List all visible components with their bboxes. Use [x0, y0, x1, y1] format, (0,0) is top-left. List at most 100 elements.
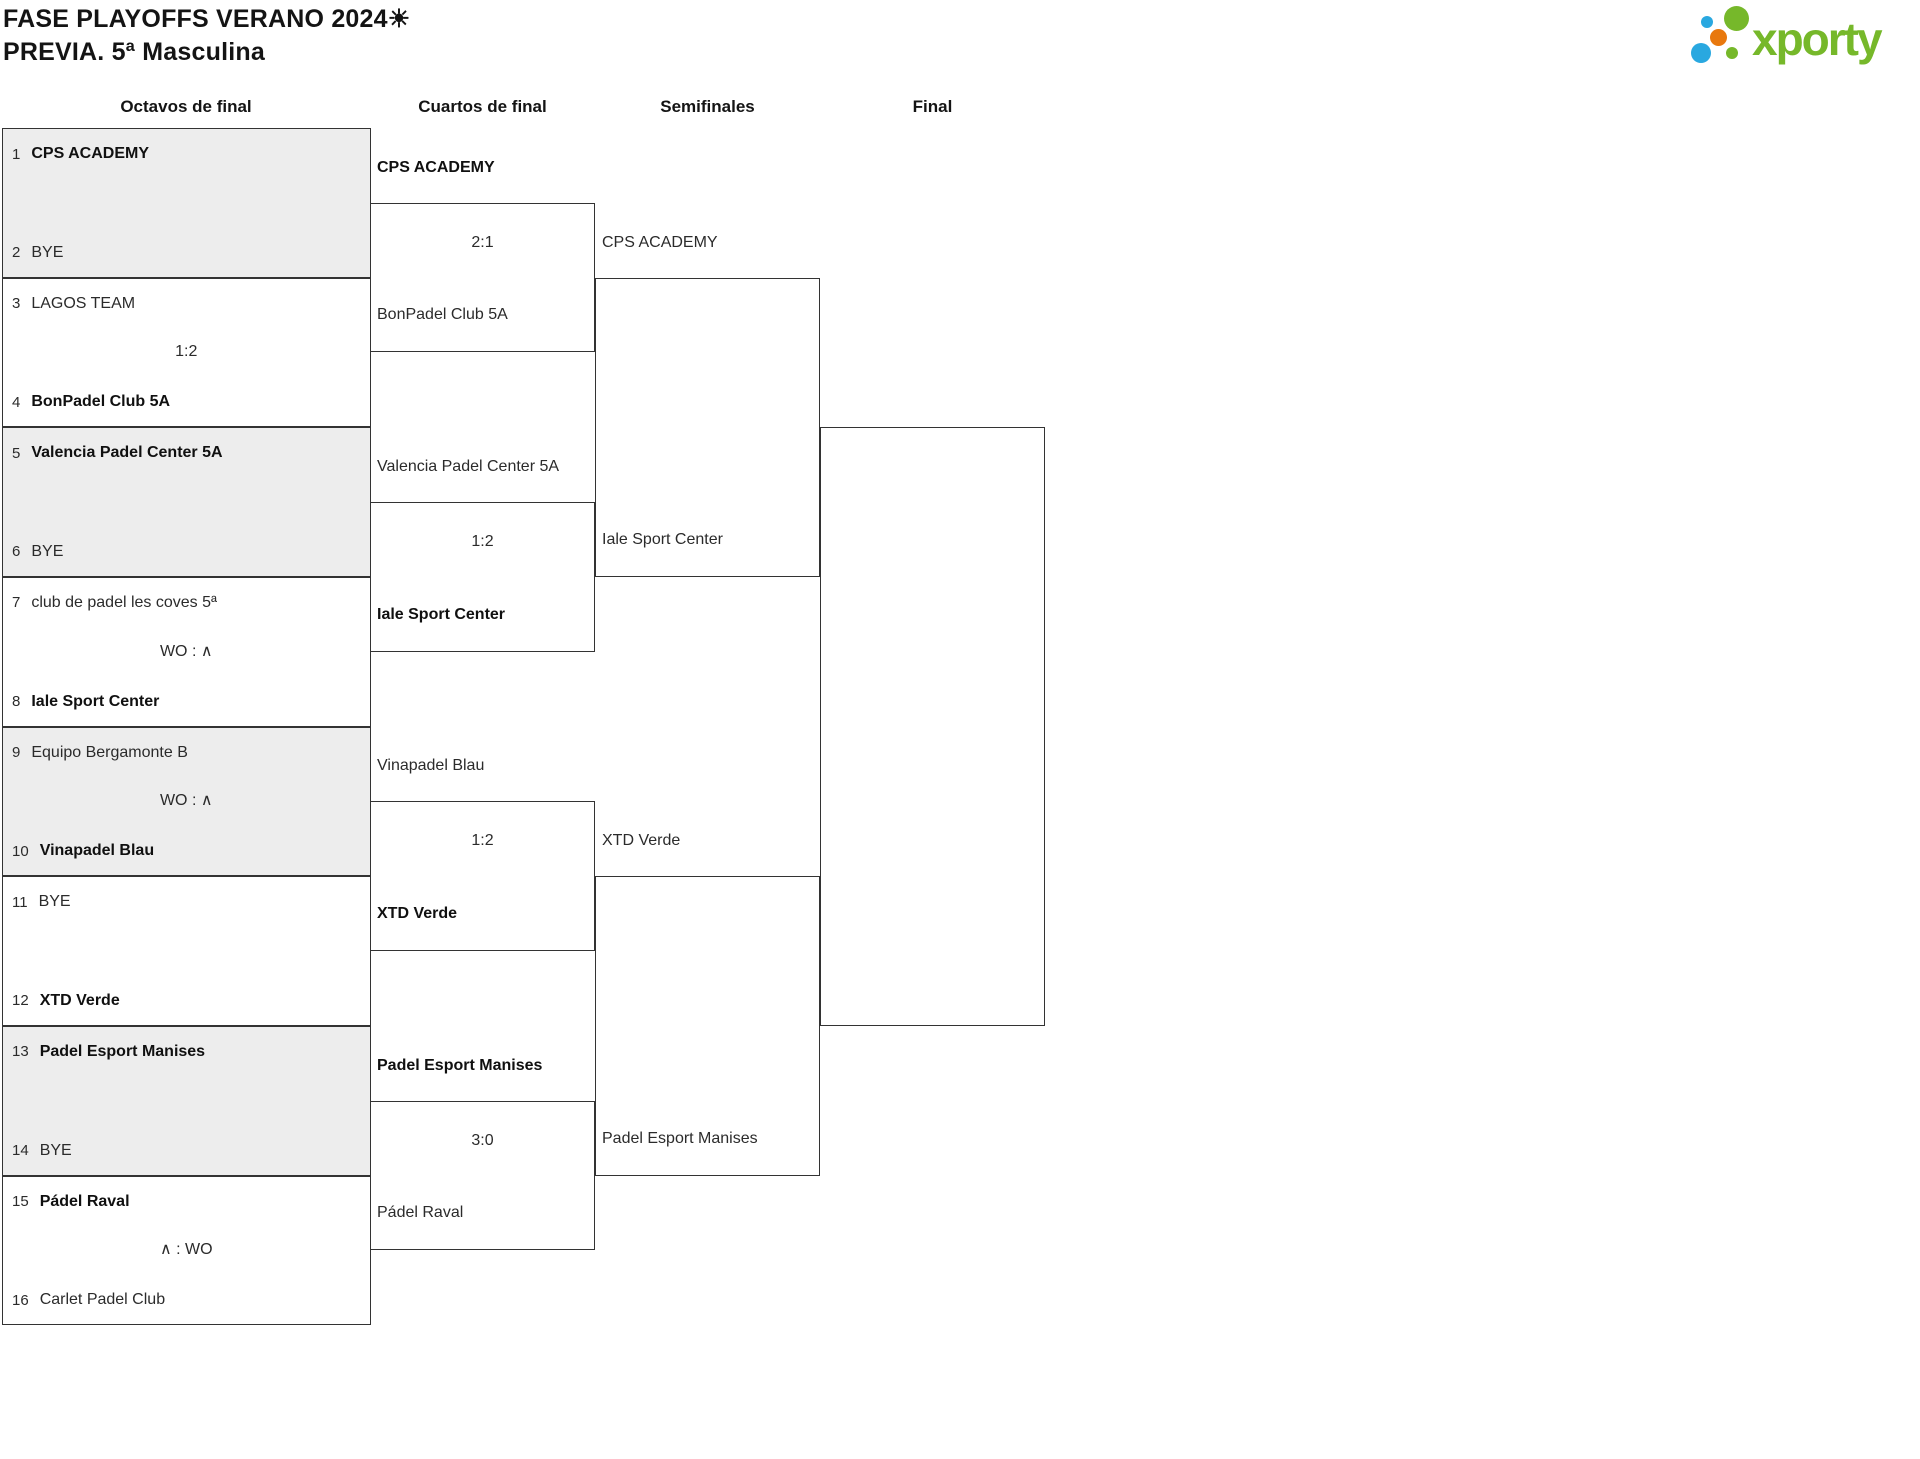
match-cuartos-1[interactable]: CPS ACADEMY 2:1 BonPadel Club 5A: [370, 159, 595, 353]
match-final[interactable]: [820, 427, 1045, 1026]
logo-wordmark: xporty: [1752, 13, 1883, 65]
seed-number: 6: [12, 543, 21, 561]
team-name: CPS ACADEMY: [377, 158, 495, 176]
round-header-final: Final: [912, 97, 953, 116]
team-name: XTD Verde: [39, 991, 120, 1009]
logo-dot-orange-icon: [1710, 29, 1727, 46]
team-name: Valencia Padel Center 5A: [31, 444, 223, 462]
match-cuartos-4[interactable]: Padel Esport Manises 3:0 Pádel Raval: [370, 1057, 595, 1251]
seed-number: 9: [12, 744, 21, 762]
match-score: [3, 1090, 370, 1112]
team-name: Padel Esport Manises: [602, 1129, 758, 1147]
match-octavos-4[interactable]: 7 club de padel les coves 5ª WO : ∧ 8 Ia…: [2, 576, 371, 727]
match-score: [3, 940, 370, 962]
team-name: Iale Sport Center: [377, 605, 506, 623]
match-octavos-5[interactable]: 9 Equipo Bergamonte B WO : ∧ 10 Vinapade…: [2, 726, 371, 877]
team-slot: 13 Padel Esport Manises: [12, 1041, 362, 1063]
team-name: Vinapadel Blau: [39, 842, 155, 860]
match-octavos-1[interactable]: 1 CPS ACADEMY 2 BYE: [2, 128, 371, 278]
seed-number: 11: [12, 893, 28, 911]
xporty-logo[interactable]: xporty: [1690, 5, 1918, 69]
team-slot: 7 club de padel les coves 5ª: [12, 592, 362, 614]
match-octavos-8[interactable]: 15 Pádel Raval ∧ : WO 16 Carlet Padel Cl…: [2, 1175, 371, 1326]
team-name: LAGOS TEAM: [31, 294, 136, 312]
team-name: BonPadel Club 5A: [377, 306, 508, 324]
team-slot: 16 Carlet Padel Club: [12, 1289, 362, 1311]
team-name: club de padel les coves 5ª: [31, 593, 217, 611]
round-header-semifinales: Semifinales: [660, 97, 755, 116]
seed-number: 12: [12, 992, 29, 1010]
team-name: CPS ACADEMY: [602, 233, 718, 251]
seed-number: 4: [12, 393, 21, 411]
seed-number: 3: [12, 295, 21, 313]
team-slot: 5 Valencia Padel Center 5A: [12, 442, 362, 464]
team-name: XTD Verde: [602, 832, 681, 850]
match-score: WO : ∧: [159, 642, 213, 660]
team-name: BYE: [31, 243, 64, 261]
team-name: Iale Sport Center: [602, 530, 723, 548]
seed-number: 1: [12, 145, 21, 163]
team-slot: 2 BYE: [12, 242, 362, 264]
team-name: Padel Esport Manises: [377, 1056, 543, 1074]
seed-number: 8: [12, 693, 21, 711]
team-slot: 4 BonPadel Club 5A: [12, 391, 362, 413]
team-slot: 6 BYE: [12, 541, 362, 563]
match-score: ∧ : WO: [159, 1241, 213, 1259]
match-score: [3, 491, 370, 513]
team-name: Carlet Padel Club: [39, 1291, 166, 1309]
team-slot: 12 XTD Verde: [12, 990, 362, 1012]
match-octavos-6[interactable]: 11 BYE 12 XTD Verde: [2, 876, 371, 1026]
logo-dot-green-large-icon: [1724, 6, 1749, 31]
seed-number: 15: [12, 1193, 29, 1211]
seed-number: 13: [12, 1043, 29, 1061]
match-octavos-2[interactable]: 3 LAGOS TEAM 1:2 4 BonPadel Club 5A: [2, 277, 371, 428]
seed-number: 16: [12, 1291, 29, 1309]
round-header-cuartos: Cuartos de final: [418, 97, 547, 116]
team-name: Pádel Raval: [377, 1204, 464, 1222]
logo-dot-blue-large-icon: [1691, 43, 1711, 63]
match-cuartos-2[interactable]: Valencia Padel Center 5A 1:2 Iale Sport …: [370, 458, 595, 652]
seed-number: 2: [12, 244, 21, 262]
team-name: BYE: [38, 893, 71, 911]
match-octavos-3[interactable]: 5 Valencia Padel Center 5A 6 BYE: [2, 427, 371, 577]
team-slot: 9 Equipo Bergamonte B: [12, 742, 362, 764]
seed-number: 10: [12, 842, 29, 860]
team-name: Padel Esport Manises: [39, 1042, 206, 1060]
tournament-title: FASE PLAYOFFS VERANO 2024☀ PREVIA. 5ª Ma…: [3, 3, 410, 69]
match-score: [821, 456, 1044, 478]
team-name: Pádel Raval: [39, 1192, 130, 1210]
team-name: BYE: [39, 1141, 72, 1159]
seed-number: 14: [12, 1142, 29, 1160]
team-name: Iale Sport Center: [31, 692, 160, 710]
tournament-title-line2: PREVIA. 5ª Masculina: [3, 38, 265, 66]
match-score: [596, 905, 819, 927]
team-slot: 3 LAGOS TEAM: [12, 293, 362, 315]
logo-dot-green-small-icon: [1726, 47, 1738, 59]
team-name: Valencia Padel Center 5A: [377, 458, 560, 476]
team-name: Equipo Bergamonte B: [31, 743, 188, 761]
match-score: 2:1: [471, 233, 494, 251]
seed-number: 5: [12, 444, 21, 462]
match-octavos-7[interactable]: 13 Padel Esport Manises 14 BYE: [2, 1025, 371, 1176]
team-name: CPS ACADEMY: [31, 145, 149, 162]
team-name: XTD Verde: [377, 905, 458, 923]
match-score: 1:2: [175, 343, 198, 361]
team-slot: 1 CPS ACADEMY: [12, 143, 362, 165]
team-slot: 15 Pádel Raval: [12, 1191, 362, 1213]
team-slot: 10 Vinapadel Blau: [12, 840, 362, 862]
match-score: WO : ∧: [159, 792, 213, 810]
team-slot: 8 Iale Sport Center: [12, 691, 362, 713]
match-score: 1:2: [471, 533, 494, 551]
team-name: BonPadel Club 5A: [31, 393, 171, 411]
team-name: BYE: [31, 542, 64, 560]
match-semifinal-2[interactable]: XTD Verde Padel Esport Manises: [595, 832, 820, 1176]
match-score: [3, 192, 370, 214]
match-cuartos-3[interactable]: Vinapadel Blau 1:2 XTD Verde: [370, 757, 595, 952]
match-semifinal-1[interactable]: CPS ACADEMY Iale Sport Center: [595, 234, 820, 577]
match-score: 3:0: [471, 1131, 494, 1149]
match-score: [596, 307, 819, 329]
logo-dot-blue-small-icon: [1701, 16, 1713, 28]
match-score: 1:2: [471, 832, 494, 850]
seed-number: 7: [12, 594, 21, 612]
